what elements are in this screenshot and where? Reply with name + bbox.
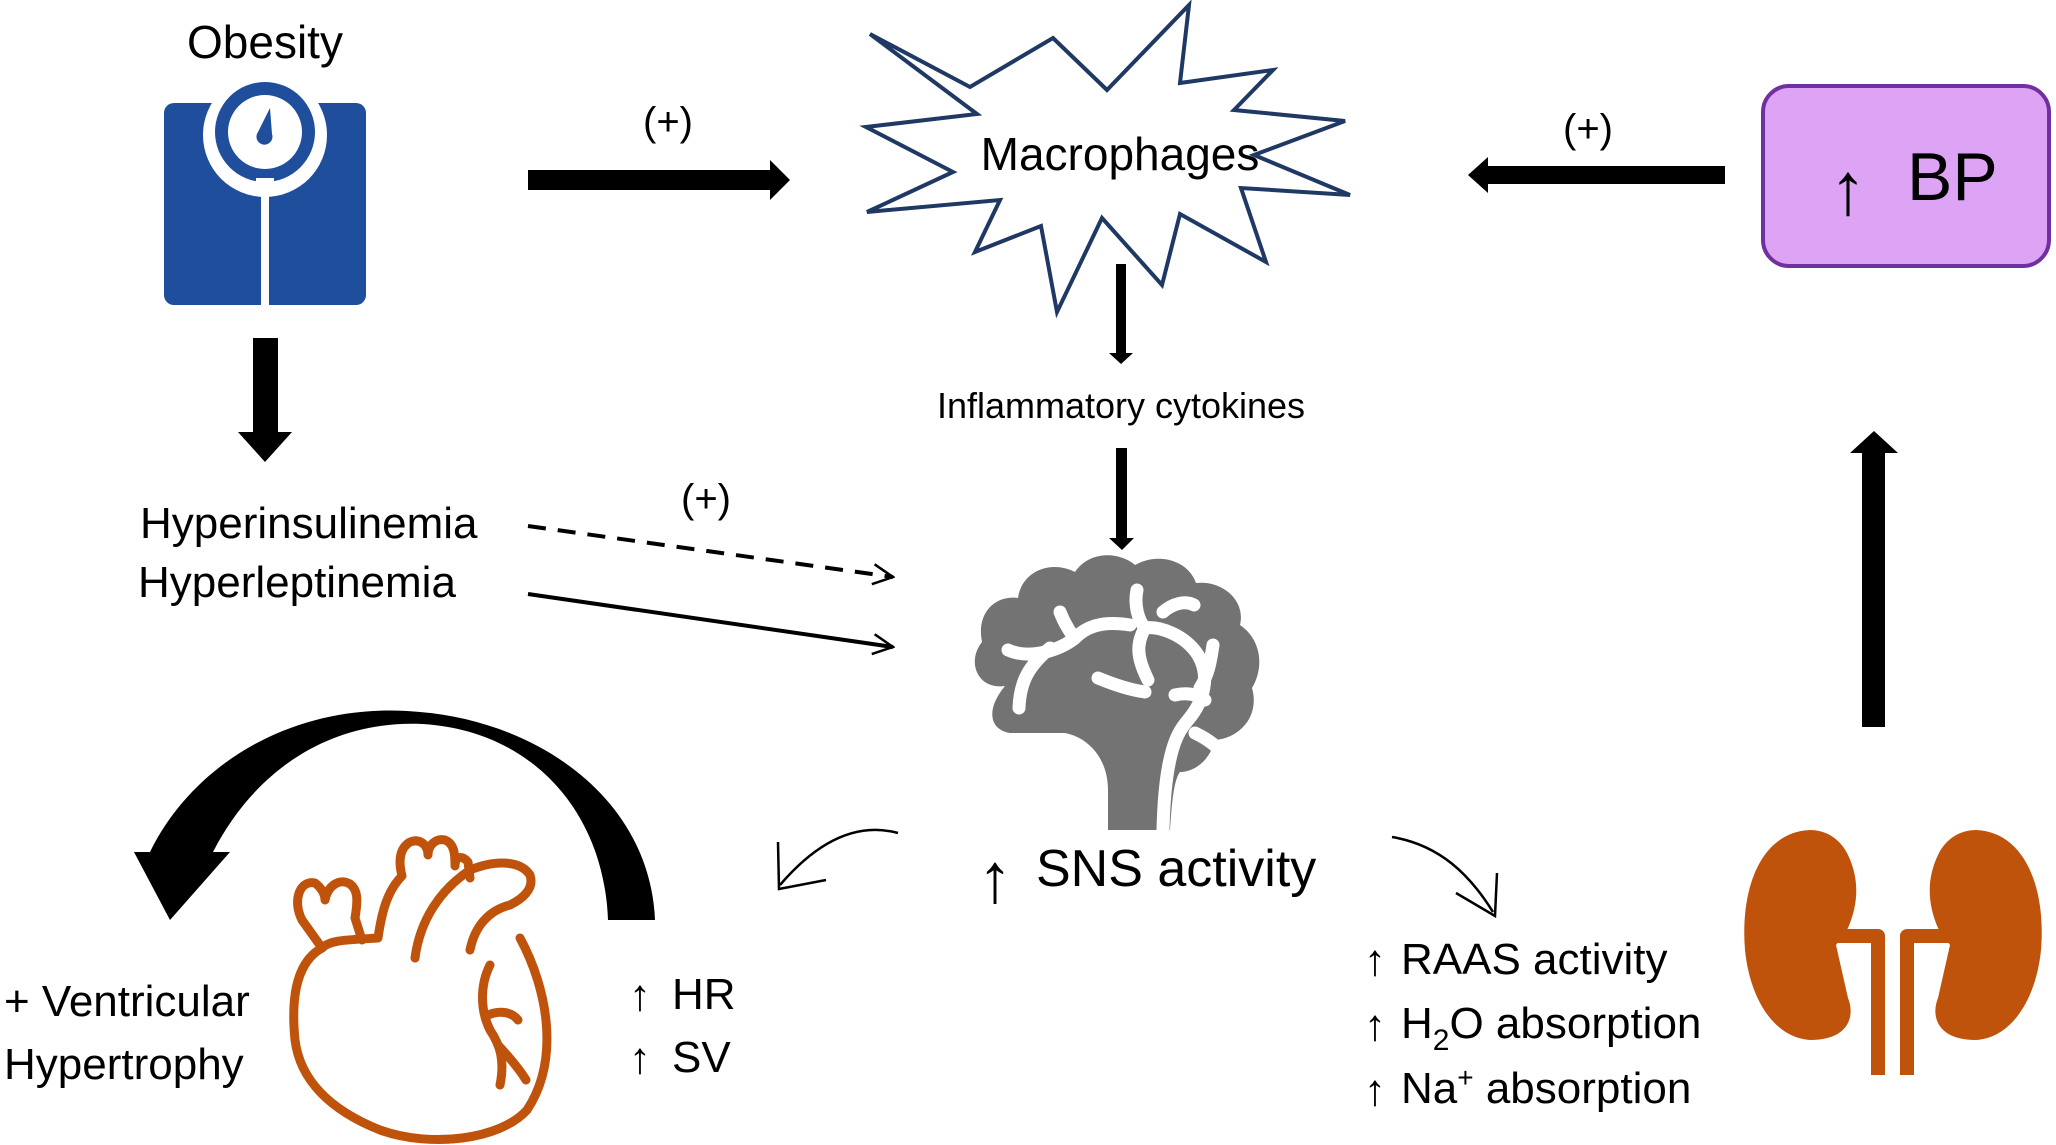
edge-label-hyperinsulinemia-sns: (+) [681,477,731,521]
na-label-pre: Na [1401,1064,1458,1113]
arrow-sns-to-heart-head [776,841,827,891]
obesity-label: Obesity [187,16,343,68]
bathroom-scale-icon [164,73,366,306]
h2o-label-post: O absorption [1449,999,1701,1048]
arrow-hyperinsulinemia-to-sns [527,524,893,577]
na-label-sup: + [1457,1062,1473,1093]
h2o-label-sub: 2 [1433,1024,1450,1057]
arrow-kidney-to-bp [1850,431,1898,727]
raas-label: RAAS activity [1401,935,1668,984]
sns-up-arrow: ↑ [978,839,1013,917]
hr-up-arrow: ↑ [629,971,651,1020]
arrow-sns-to-kidney-head [1455,872,1499,919]
sv-up-arrow: ↑ [629,1034,651,1083]
heart-icon [289,835,552,1144]
arrow-hyperleptinemia-to-sns [527,592,893,647]
hyperinsulinemia-label: Hyperinsulinemia [140,499,478,548]
sns-label: SNS activity [1036,840,1316,898]
feedback-curved-arrow [134,710,655,920]
h2o-label: H2O absorption [1401,999,1701,1057]
h2o-up-arrow: ↑ [1364,1001,1386,1050]
na-up-arrow: ↑ [1364,1066,1386,1115]
ventricular-hypertrophy-line1: + Ventricular [4,977,250,1026]
h2o-label-pre: H [1401,999,1433,1048]
kidneys-icon [1744,830,2042,1075]
arrow-macrophages-to-cytokines [1109,264,1133,364]
arrow-cytokines-to-brain [1109,448,1134,550]
bp-box: ↑ BP [1761,84,2051,268]
bp-label: BP [1907,139,1998,215]
ventricular-hypertrophy-line2: Hypertrophy [4,1040,244,1089]
hr-label: HR [672,970,736,1019]
arrow-obesity-to-macrophages [528,160,790,200]
na-label-post: absorption [1474,1064,1692,1113]
arrow-sns-to-heart [779,828,899,886]
arrow-bp-to-macrophages [1468,157,1725,193]
hyperleptinemia-label: Hyperleptinemia [138,558,456,607]
macrophages-label: Macrophages [981,128,1260,180]
sv-label: SV [672,1033,731,1082]
raas-up-arrow: ↑ [1364,936,1386,985]
brain-icon [974,555,1260,837]
edge-label-bp-macrophages: (+) [1563,107,1613,151]
cytokines-label: Inflammatory cytokines [937,385,1305,426]
na-label: Na+ absorption [1401,1062,1691,1113]
macrophages-starburst [859,0,1351,319]
bp-up-arrow: ↑ [1830,147,1867,230]
arrow-sns-to-kidney [1391,835,1495,913]
edge-label-obesity-macrophages: (+) [643,100,693,144]
arrow-obesity-to-hyperinsulinemia [238,338,292,462]
